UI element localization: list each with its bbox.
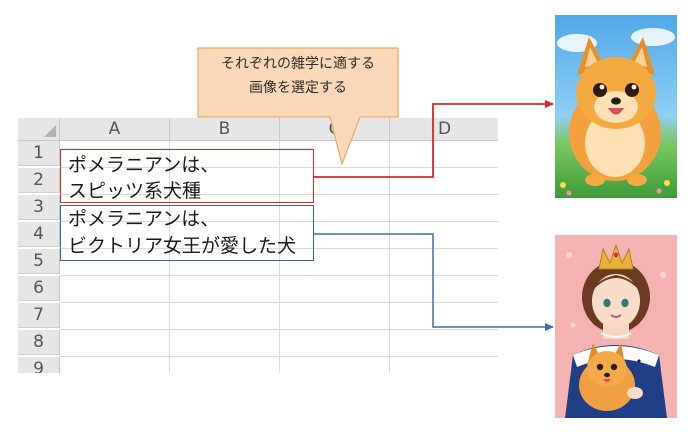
cell-a1[interactable]: ポメラニアンは、 (68, 154, 220, 176)
column-header-d[interactable]: D (390, 118, 498, 141)
row-header-2[interactable]: 2 (18, 168, 60, 193)
blue-connector-arrow (313, 233, 554, 331)
pomeranian-dog-icon (557, 28, 675, 196)
row-header-1[interactable]: 1 (18, 141, 60, 166)
gridline (279, 141, 280, 373)
callout-line-2: 画像を選定する (249, 80, 347, 96)
cell-a2[interactable]: スピッツ系犬種 (68, 180, 202, 202)
gridline (169, 141, 170, 373)
row-header-7[interactable]: 7 (18, 303, 60, 328)
row-header-9[interactable]: 9 (18, 357, 60, 373)
highlight-box-blue (60, 205, 314, 261)
select-all-corner[interactable] (18, 118, 60, 141)
highlight-box-red (60, 149, 314, 203)
cell-a4[interactable]: ビクトリア女王が愛した犬 (68, 235, 297, 257)
row-header-4[interactable]: 4 (18, 222, 60, 247)
callout-text: それぞれの雑学に適する 画像を選定する (198, 52, 398, 100)
callout-line-1: それぞれの雑学に適する (221, 56, 375, 72)
column-header-a[interactable]: A (60, 118, 170, 141)
pomeranian-image (555, 15, 677, 198)
cell-a3[interactable]: ポメラニアンは、 (68, 208, 220, 230)
red-connector-arrow (313, 100, 554, 178)
queen-with-pomeranian-image (555, 235, 677, 418)
queen-with-pomeranian-icon (565, 243, 667, 418)
row-header-8[interactable]: 8 (18, 330, 60, 355)
callout-balloon (197, 47, 399, 166)
row-header-5[interactable]: 5 (18, 249, 60, 274)
column-header-b[interactable]: B (170, 118, 280, 141)
row-header-3[interactable]: 3 (18, 195, 60, 220)
select-all-triangle-icon (44, 125, 56, 137)
gridline (389, 141, 390, 373)
row-header-6[interactable]: 6 (18, 276, 60, 301)
